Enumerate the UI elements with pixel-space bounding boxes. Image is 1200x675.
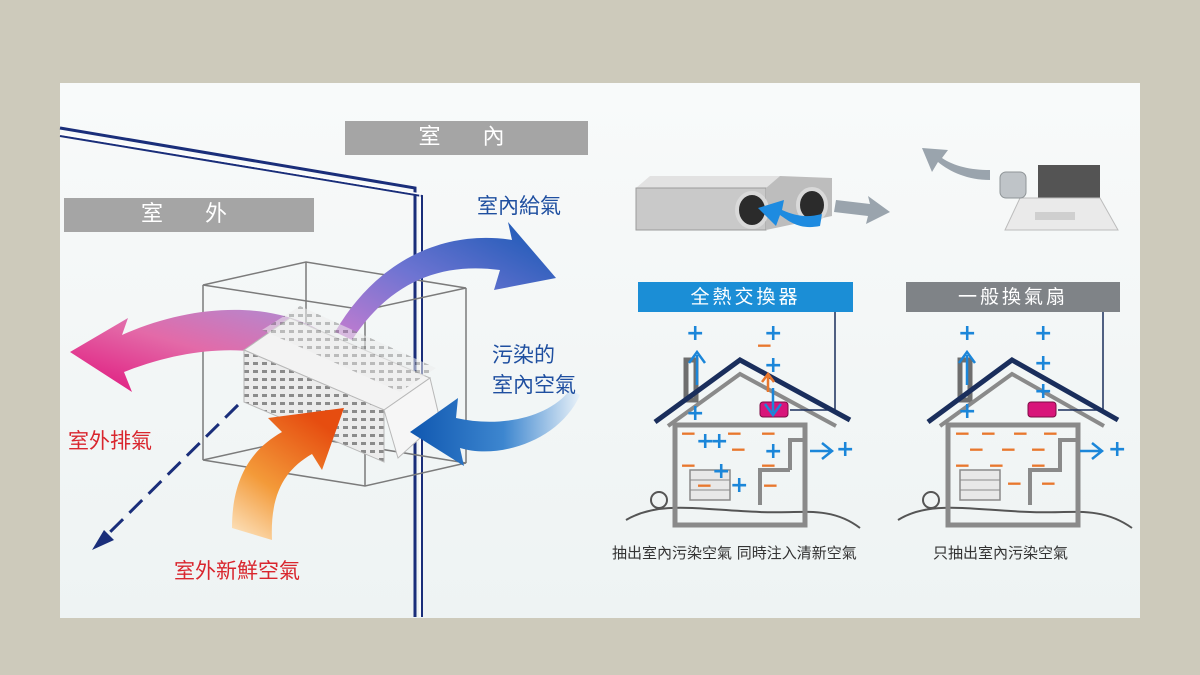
heat-exchanger-caption: 抽出室內污染空氣 同時注入清新空氣 [612, 544, 857, 562]
svg-text:−: − [1042, 421, 1059, 445]
svg-text:+: + [764, 439, 782, 464]
svg-text:−: − [696, 473, 713, 497]
indoor-label-bar: 室 內 [345, 121, 588, 155]
svg-text:−: − [1030, 453, 1047, 477]
svg-text:+: + [712, 459, 730, 484]
supply-arrow [335, 222, 556, 340]
svg-text:+: + [764, 353, 782, 378]
svg-text:+: + [958, 321, 976, 346]
fresh-air-arrow [232, 408, 344, 540]
svg-text:−: − [968, 437, 985, 461]
svg-text:+: + [1034, 351, 1052, 376]
svg-text:−: − [1012, 421, 1029, 445]
svg-text:−: − [762, 473, 779, 497]
svg-text:+: + [1034, 379, 1052, 404]
ventilation-fan-unit [999, 165, 1119, 231]
house-ventilation-fan [897, 310, 1133, 529]
polluted-indoor-air-label: 污染的 室內空氣 [492, 343, 576, 397]
svg-text:−: − [680, 453, 697, 477]
svg-text:−: − [1000, 437, 1017, 461]
outdoor-exhaust-label: 室外排氣 [68, 429, 152, 453]
svg-text:+: + [1108, 437, 1126, 462]
svg-text:−: − [1040, 471, 1057, 495]
svg-text:+: + [836, 437, 854, 462]
svg-text:−: − [760, 421, 777, 445]
heat-exchanger-title: 全熱交換器 [638, 282, 853, 312]
airflow-symbols-left: + + + + + + + + + + − − − − − − − − − [680, 321, 854, 498]
svg-text:−: − [730, 437, 747, 461]
polluted-air-arrow [410, 390, 580, 466]
svg-text:+: + [1034, 321, 1052, 346]
svg-text:+: + [686, 401, 704, 426]
svg-text:−: − [954, 453, 971, 477]
svg-text:−: − [726, 421, 743, 445]
svg-text:−: − [1006, 471, 1023, 495]
svg-text:−: − [1030, 437, 1047, 461]
svg-text:+: + [730, 473, 748, 498]
heat-exchanger-core [242, 306, 441, 463]
svg-text:−: − [988, 453, 1005, 477]
erv-outflow-arrow [834, 196, 890, 224]
indoor-supply-label: 室內給氣 [477, 194, 561, 218]
airflow-symbols-right: + + + + + + − − − − − − − − − − − − [954, 321, 1126, 495]
svg-text:+: + [686, 321, 704, 346]
svg-text:−: − [756, 333, 773, 357]
svg-text:+: + [764, 321, 782, 346]
duct-line [92, 403, 240, 550]
ventilation-fan-title: 一般換氣扇 [906, 282, 1120, 312]
svg-text:−: − [760, 453, 777, 477]
svg-text:−: − [680, 421, 697, 445]
svg-text:−: − [954, 421, 971, 445]
outdoor-label-bar: 室 外 [64, 198, 314, 232]
outdoor-fresh-air-label: 室外新鮮空氣 [174, 559, 300, 583]
svg-text:+: + [958, 399, 976, 424]
svg-text:+: + [710, 429, 728, 454]
fan-outflow-arrow [922, 148, 990, 180]
heat-exchanger-unit [635, 176, 832, 231]
svg-text:−: − [980, 421, 997, 445]
ventilation-fan-caption: 只抽出室內污染空氣 [933, 544, 1069, 562]
svg-text:+: + [696, 429, 714, 454]
